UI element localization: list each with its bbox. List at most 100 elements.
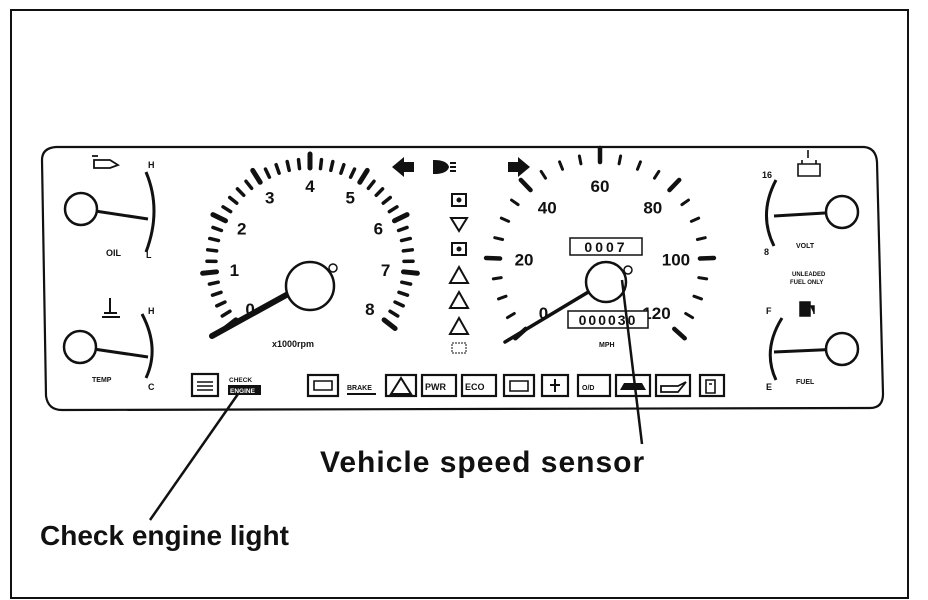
tach-tick	[207, 280, 220, 286]
oil-can-warning-icon	[660, 381, 687, 393]
tach-tick	[210, 212, 229, 224]
tach-tick	[397, 290, 410, 297]
voltmeter: VOLT 16 8 UNLEADED FUEL ONLY	[762, 150, 860, 286]
speedo-pin	[623, 265, 633, 275]
eco-text: ECO	[465, 382, 485, 392]
thermometer-icon	[102, 298, 120, 318]
tach-label: 3	[265, 189, 274, 208]
speedo-tick	[497, 294, 508, 301]
oil-can-icon	[92, 155, 121, 169]
tach-tick	[400, 280, 413, 286]
vehicle-speed-sensor-callout: Vehicle speed sensor	[320, 446, 645, 479]
tach-tick	[210, 290, 223, 297]
tach-tick	[250, 167, 263, 185]
tach-label: 8	[365, 300, 374, 319]
speedo-tick	[617, 154, 623, 166]
speedo-tick	[518, 177, 533, 193]
tach-tick	[205, 248, 219, 253]
oil-gauge-hub	[63, 191, 99, 227]
temp-gauge-label: TEMP	[92, 377, 112, 384]
od-text: O/D	[582, 385, 594, 392]
bottom-warning-strip: CHECK ENGINE BRAKE PWR ECO O/D	[190, 372, 726, 398]
indicator-grid	[451, 342, 467, 354]
fuel-gauge: FUEL F E	[766, 301, 860, 392]
tach-tick	[366, 179, 376, 191]
speedo-tick	[499, 216, 511, 223]
tach-tick	[381, 195, 393, 205]
person-light	[540, 373, 570, 398]
outer-frame	[10, 9, 909, 599]
speedo-label: 120	[642, 304, 670, 323]
eco-light	[460, 373, 498, 398]
tach-unit-label: x1000rpm	[272, 339, 314, 349]
tach-ticks	[200, 151, 420, 331]
indicator-triangle-down	[449, 217, 469, 233]
trip-odometer: 0007	[584, 239, 627, 255]
indicator-square-2	[451, 242, 467, 256]
unleaded-note-1: UNLEADED	[792, 272, 826, 278]
tach-tick	[211, 225, 224, 233]
trip-odometer-box	[569, 237, 643, 256]
temp-gauge-high: H	[148, 306, 155, 316]
tach-label: 6	[374, 220, 383, 239]
speedo-tick	[510, 198, 520, 207]
tach-tick	[387, 205, 399, 214]
tach-tick	[348, 167, 357, 179]
tach-tick	[401, 248, 415, 253]
speedo-label: 0	[539, 304, 548, 323]
speedo-tick	[692, 294, 703, 301]
tach-label: 0	[245, 300, 254, 319]
cel-leader-line	[148, 393, 240, 521]
speedo-tick	[680, 198, 690, 207]
tach-tick	[263, 167, 272, 179]
fuel-gauge-arc	[768, 317, 784, 381]
speedo-label: 40	[538, 198, 557, 217]
right-turn-signal-icon	[508, 157, 530, 177]
tach-tick	[396, 225, 409, 233]
tach-tick	[285, 159, 291, 173]
fuel-pump-warning-icon	[705, 379, 716, 394]
tach-tick	[329, 159, 335, 173]
check-engine-light: CHECK ENGINE	[228, 377, 261, 395]
tach-tick	[227, 195, 239, 205]
cluster-outline	[40, 145, 885, 412]
speedo-tick	[684, 312, 695, 320]
fuel-warning-light	[698, 373, 726, 398]
volt-gauge-arc	[764, 179, 778, 247]
car-icon	[620, 383, 646, 390]
check-engine-text-1: CHECK	[229, 377, 252, 384]
speedo-tick	[689, 216, 701, 223]
person-icon	[550, 379, 560, 392]
tach-tick	[221, 205, 233, 214]
tach-tick	[381, 317, 398, 331]
brake-light: BRAKE	[345, 375, 379, 397]
speedo-tick	[493, 236, 505, 242]
temp-gauge-low: C	[148, 382, 155, 392]
tach-tick	[235, 187, 246, 198]
tach-pin	[328, 263, 338, 273]
indicator-triangle-1	[448, 264, 470, 284]
hazard-icon	[389, 376, 413, 395]
oil-pressure-gauge: OIL H L	[63, 155, 156, 260]
vss-leader-line	[620, 279, 644, 445]
oil-gauge-arc	[144, 171, 156, 253]
speedo-label: 80	[643, 198, 662, 217]
temp-gauge-hub	[62, 329, 98, 365]
temperature-gauge: TEMP H C	[62, 298, 155, 392]
speedo-tick	[652, 169, 661, 180]
tach-tick	[296, 157, 302, 171]
speedo-label: 60	[591, 177, 610, 196]
charge-light	[306, 373, 340, 398]
temp-gauge-arc	[140, 313, 154, 379]
oil-gauge-low: L	[146, 250, 152, 260]
odometer: 000030	[579, 312, 638, 328]
speedo-tick	[672, 326, 687, 341]
brake-text: BRAKE	[347, 385, 372, 392]
defrost-light	[190, 372, 220, 398]
battery-icon	[797, 150, 821, 177]
volt-gauge-label: VOLT	[796, 243, 815, 250]
